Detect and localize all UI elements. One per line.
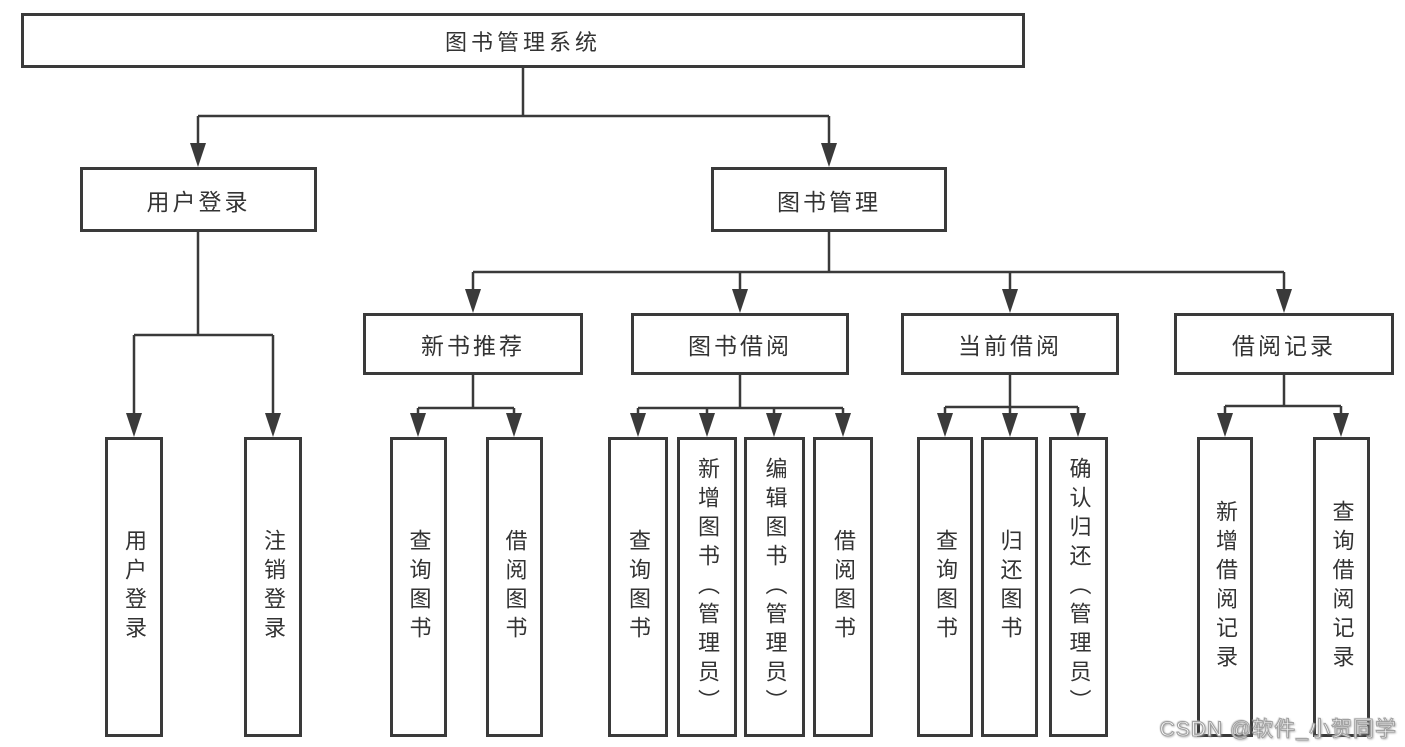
leaf-query-books-borrowing: 查询图书 <box>608 437 668 737</box>
leaf-logout: 注销登录 <box>244 437 302 737</box>
node-current-borrowing: 当前借阅 <box>901 313 1119 375</box>
arrowhead <box>766 413 782 437</box>
arrowhead <box>835 413 851 437</box>
leaf-query-borrow-record: 查询借阅记录 <box>1313 437 1370 737</box>
node-current-borrowing-label: 当前借阅 <box>958 333 1062 359</box>
arrowhead <box>1002 289 1018 313</box>
leaf-query-books-borrowing-label: 查询图书 <box>626 529 651 645</box>
leaf-borrow-books-borrowing: 借阅图书 <box>813 437 873 737</box>
node-user-login-label: 用户登录 <box>146 188 251 215</box>
leaf-edit-books-admin: 编辑图书（管理员） <box>744 437 805 737</box>
node-new-book-recommendation-label: 新书推荐 <box>421 333 525 359</box>
leaf-confirm-return-admin-label: 确认归还（管理员） <box>1066 456 1092 718</box>
node-borrowing-records-label: 借阅记录 <box>1232 333 1336 359</box>
csdn-watermark: CSDN @软件_小贺同学 <box>1159 718 1397 742</box>
arrowhead <box>1333 413 1349 437</box>
leaf-query-books-current: 查询图书 <box>917 437 973 737</box>
leaf-confirm-return-admin: 确认归还（管理员） <box>1049 437 1108 737</box>
leaf-borrow-books-borrowing-label: 借阅图书 <box>831 529 856 645</box>
leaf-logout-label: 注销登录 <box>261 529 286 645</box>
leaf-return-books-label: 归还图书 <box>997 529 1023 645</box>
leaf-borrow-books-recommend-label: 借阅图书 <box>502 529 528 645</box>
leaf-add-borrow-record: 新增借阅记录 <box>1197 437 1253 737</box>
leaf-query-books-recommend: 查询图书 <box>390 437 447 737</box>
node-user-login: 用户登录 <box>80 167 317 232</box>
arrowhead <box>937 413 953 437</box>
leaf-query-borrow-record-label: 查询借阅记录 <box>1329 500 1355 674</box>
arrowhead <box>1002 413 1018 437</box>
leaf-user-login: 用户登录 <box>105 437 163 737</box>
leaf-user-login-label: 用户登录 <box>122 529 147 645</box>
leaf-add-books-admin: 新增图书（管理员） <box>677 437 737 737</box>
arrowhead <box>190 143 206 167</box>
leaf-edit-books-admin-label: 编辑图书（管理员） <box>762 456 788 718</box>
arrowhead <box>1070 413 1086 437</box>
leaf-query-books-current-label: 查询图书 <box>933 529 958 645</box>
arrowhead <box>265 413 281 437</box>
node-new-book-recommendation: 新书推荐 <box>363 313 583 375</box>
node-book-management-label: 图书管理 <box>777 188 881 215</box>
node-root: 图书管理系统 <box>21 13 1025 68</box>
node-borrowing-records: 借阅记录 <box>1174 313 1394 375</box>
leaf-borrow-books-recommend: 借阅图书 <box>486 437 543 737</box>
arrowhead <box>506 413 522 437</box>
arrowhead <box>410 413 426 437</box>
leaf-add-books-admin-label: 新增图书（管理员） <box>695 456 720 718</box>
arrowhead <box>732 289 748 313</box>
arrowhead <box>630 413 646 437</box>
node-book-borrowing: 图书借阅 <box>631 313 849 375</box>
node-book-borrowing-label: 图书借阅 <box>688 333 792 359</box>
arrowhead <box>1276 289 1292 313</box>
arrowhead <box>126 413 142 437</box>
node-root-label: 图书管理系统 <box>444 29 601 55</box>
arrowhead <box>465 289 481 313</box>
arrowhead <box>699 413 715 437</box>
arrowhead <box>821 143 837 167</box>
leaf-return-books: 归还图书 <box>981 437 1038 737</box>
leaf-add-borrow-record-label: 新增借阅记录 <box>1213 500 1238 674</box>
leaf-query-books-recommend-label: 查询图书 <box>406 529 432 645</box>
node-book-management: 图书管理 <box>711 167 947 232</box>
arrowhead <box>1217 413 1233 437</box>
